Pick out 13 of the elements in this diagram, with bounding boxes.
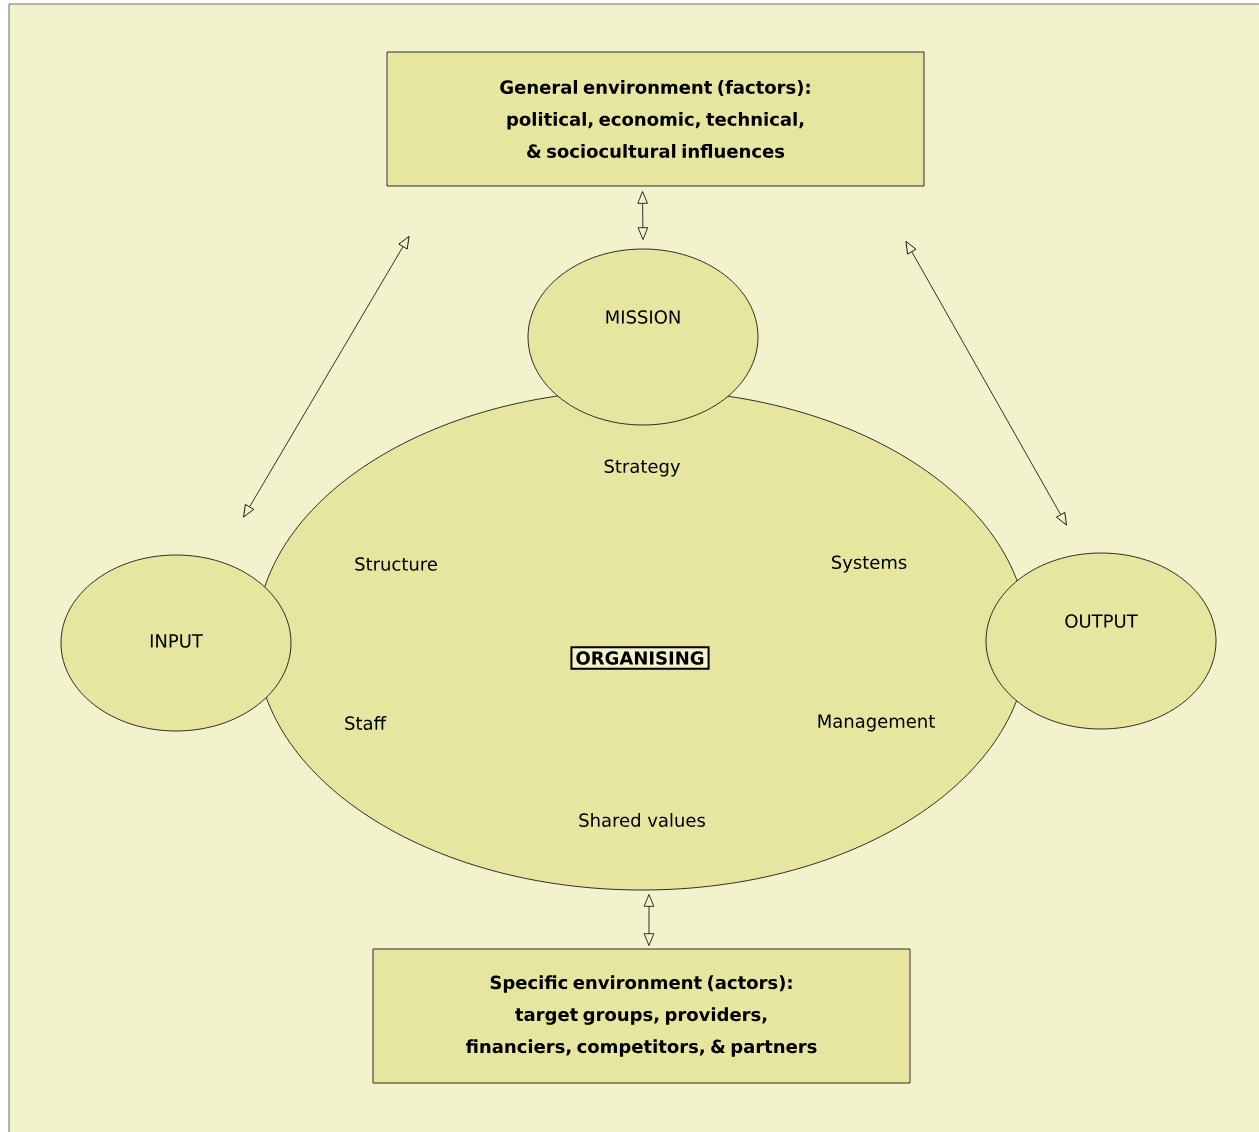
arrow <box>637 191 649 240</box>
environment-box: General environment (factors): political, economic, technical, & sociocultural influences <box>386 51 925 187</box>
ellipse-label: Strategy <box>604 459 681 477</box>
arrow <box>905 240 1067 526</box>
ellipse-label: Structure <box>355 557 437 571</box>
ellipse-label: Systems <box>831 555 907 573</box>
title-box: ORGANISING <box>570 646 710 670</box>
environment-box: Specific environment (actors): target groups, providers, financiers, competitors, & partners <box>372 948 911 1084</box>
ellipse-label: Staff <box>345 716 387 730</box>
ellipse-label: Shared values <box>579 813 705 827</box>
arrow <box>643 894 655 946</box>
arrow <box>243 235 410 518</box>
ellipse-label: Management <box>818 714 935 732</box>
